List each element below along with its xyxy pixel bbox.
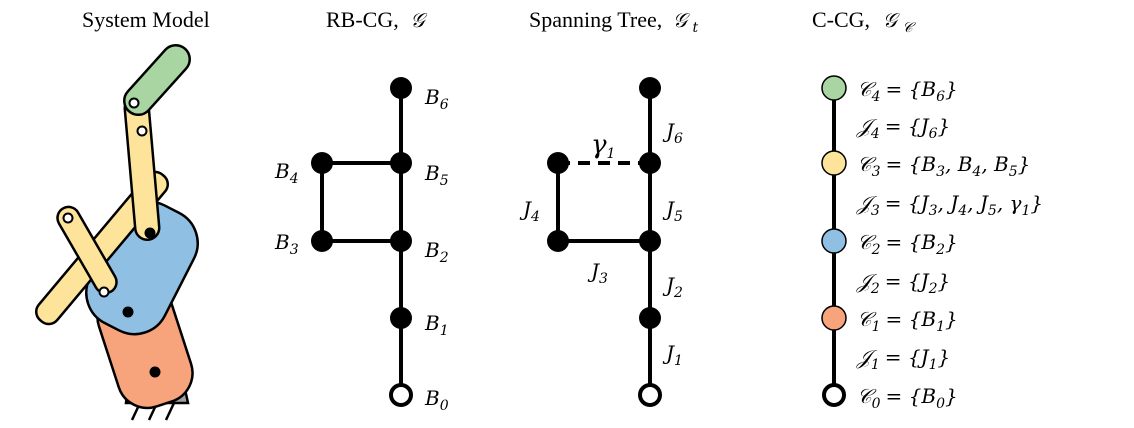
- title-rbcg-symbol: 𝒢: [410, 8, 428, 32]
- rbcg-label-b2: B2: [424, 238, 449, 266]
- rbcg-label-b6: B6: [424, 85, 449, 113]
- spanning-node-6: [639, 77, 661, 99]
- title-spanning-symbol: 𝒢: [673, 8, 691, 32]
- spanning-label-j3: J3: [587, 259, 608, 287]
- ccg-node-c2: [821, 228, 847, 254]
- rbcg-node-b4: [311, 152, 333, 174]
- rbcg-node-b1: [390, 307, 412, 329]
- rbcg-label-b4: B4: [274, 159, 299, 187]
- ccg-label-j2: 𝒥2= {J2}: [856, 269, 950, 297]
- title-ccg-sub: 𝒞: [902, 20, 916, 36]
- rbcg-node-b6: [390, 77, 412, 99]
- robot-link-green: [123, 43, 191, 117]
- spanning-node-2: [639, 230, 661, 252]
- rbcg-node-b3: [311, 230, 333, 252]
- ccg-node-c1: [821, 305, 847, 331]
- title-spanning-tree: Spanning Tree, 𝒢 t: [529, 7, 699, 36]
- ccg-node-c4: [821, 75, 847, 101]
- spanning-label-j2: J2: [662, 273, 683, 301]
- spanning-label-j1: J1: [662, 341, 683, 369]
- title-ccg-text: C-CG,: [812, 7, 870, 32]
- spanning-node-0: [638, 383, 662, 407]
- ccg-label-c1: 𝒞1= {B1}: [857, 307, 958, 335]
- title-ccg-symbol: 𝒢: [883, 8, 901, 32]
- title-rbcg-text: RB-CG,: [326, 7, 399, 32]
- spanning-node-5: [639, 152, 661, 174]
- title-rbcg: RB-CG, 𝒢: [326, 7, 428, 32]
- title-spanning-text: Spanning Tree,: [529, 7, 662, 32]
- spanning-label-j6: J6: [662, 119, 683, 147]
- rbcg-label-b3: B3: [274, 230, 299, 258]
- rbcg-node-b2: [390, 230, 412, 252]
- rbcg-label-b1: B1: [424, 311, 449, 339]
- ccg-label-c0: 𝒞0= {B0}: [857, 384, 958, 412]
- spanning-node-3: [547, 230, 569, 252]
- ccg-node-c3: [821, 150, 847, 176]
- ccg-label-j1: 𝒥1= {J1}: [856, 345, 950, 373]
- spanning-label-j5: J5: [662, 197, 683, 225]
- spanning-node-4: [547, 152, 569, 174]
- title-ccg: C-CG, 𝒢 𝒞: [812, 7, 916, 36]
- rbcg-graph: B6 B5 B4 B3 B2 B1 B0: [274, 77, 449, 414]
- spanning-node-1: [639, 307, 661, 329]
- rbcg-node-b5: [390, 152, 412, 174]
- title-spanning-sub: t: [693, 20, 699, 36]
- ccg-node-c0: [822, 383, 846, 407]
- rbcg-node-b0: [389, 383, 413, 407]
- spanning-tree-graph: J6 γ1 J5 J4 J3 J2 J1: [519, 77, 683, 407]
- robot-link-yellow-b: [56, 205, 118, 295]
- robot-model: [34, 43, 199, 421]
- rbcg-label-b5: B5: [424, 161, 449, 189]
- ccg-label-j4: 𝒥4= {J6}: [856, 114, 950, 142]
- title-system-model: System Model: [82, 7, 210, 32]
- ccg-label-c2: 𝒞2= {B2}: [857, 230, 958, 258]
- spanning-label-j4: J4: [519, 197, 540, 225]
- ccg-label-c3: 𝒞3= {B3, B4, B5}: [857, 152, 1030, 180]
- rbcg-label-b0: B0: [424, 386, 449, 414]
- ccg-label-j3: 𝒥3= {J3, J4, J5, γ1}: [856, 191, 1043, 219]
- ccg-label-c4: 𝒞4= {B6}: [857, 77, 958, 105]
- ccg-graph: 𝒞4= {B6} 𝒥4= {J6} 𝒞3= {B3, B4, B5} 𝒥3= {…: [821, 75, 1043, 412]
- spanning-label-gamma1: γ1: [591, 130, 615, 162]
